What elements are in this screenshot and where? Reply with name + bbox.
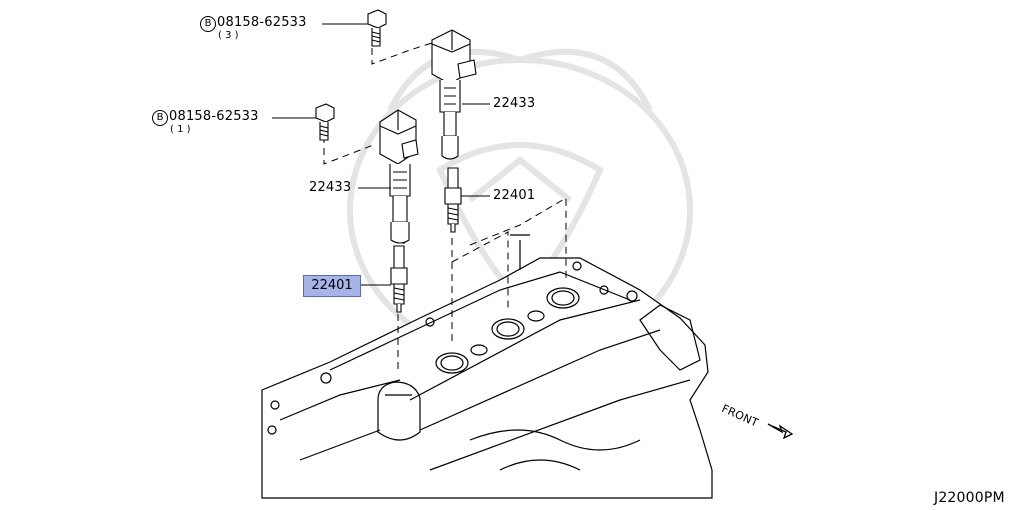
ignition-coil-upper bbox=[431, 29, 477, 160]
coil-upper-part-number[interactable]: 22433 bbox=[493, 96, 536, 111]
diagram-code: J22000PM bbox=[934, 490, 1005, 506]
plug-upper-part-number[interactable]: 22401 bbox=[493, 188, 536, 203]
label-leaders bbox=[272, 23, 490, 286]
plug-lower-part-number-highlighted[interactable]: 22401 bbox=[303, 275, 361, 297]
spark-plug-upper bbox=[444, 167, 462, 233]
bolt-lower-part-number[interactable]: 08158-62533 bbox=[169, 109, 259, 124]
bolt-upper-quantity: ( 3 ) bbox=[218, 30, 239, 41]
bolt-upper bbox=[367, 9, 387, 47]
front-arrow-icon bbox=[767, 423, 794, 440]
bolt-lower bbox=[315, 103, 335, 141]
cylinder-head bbox=[261, 234, 713, 499]
bolt-lower-symbol: B bbox=[152, 110, 168, 126]
spark-plug-lower bbox=[390, 245, 408, 313]
coil-lower-part-number[interactable]: 22433 bbox=[309, 180, 352, 195]
ignition-coil-lower bbox=[379, 109, 419, 244]
bolt-upper-part-number[interactable]: 08158-62533 bbox=[217, 15, 307, 30]
bolt-lower-quantity: ( 1 ) bbox=[170, 124, 191, 135]
bolt-upper-symbol: B bbox=[200, 16, 216, 32]
dashed-guides bbox=[323, 41, 567, 370]
